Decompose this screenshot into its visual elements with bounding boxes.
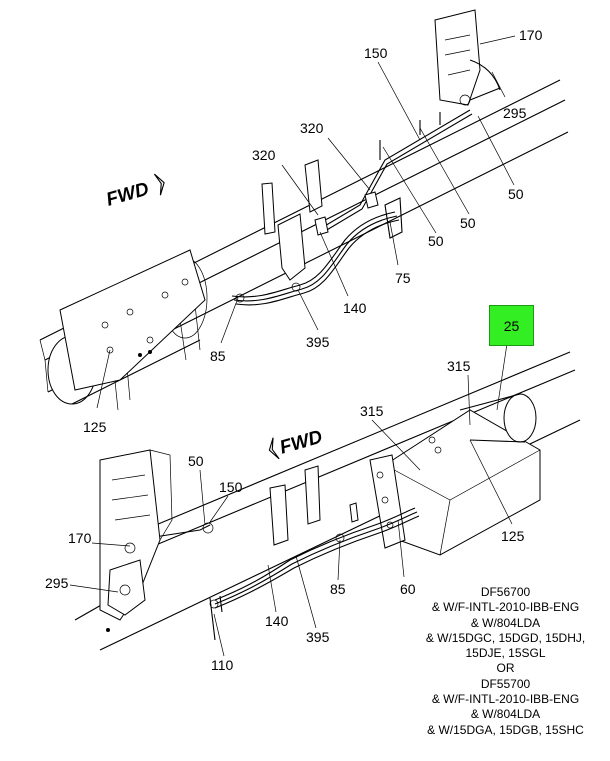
callout-395-lower: 395 xyxy=(306,629,330,645)
callout-125-upper: 125 xyxy=(83,419,107,435)
note-line: OR xyxy=(496,661,515,676)
applicability-note: DF56700 & W/F-INTL-2010-IBB-ENG & W/804L… xyxy=(408,585,603,738)
callout-60: 60 xyxy=(400,581,416,597)
note-line: & W/F-INTL-2010-IBB-ENG xyxy=(431,692,580,707)
note-line: & W/804LDA xyxy=(470,615,541,630)
upper-frame-assembly xyxy=(39,9,569,411)
callout-395-upper: 395 xyxy=(306,334,330,350)
callout-320-lower: 320 xyxy=(252,147,276,163)
callout-170-lower: 170 xyxy=(68,530,92,546)
upper-fwd-label: FWD xyxy=(104,173,165,211)
callout-150-lower: 150 xyxy=(219,479,243,495)
callout-315-left: 315 xyxy=(360,403,384,419)
callout-50-lower: 50 xyxy=(188,453,204,469)
lower-fwd-label: FWD xyxy=(268,427,325,460)
callout-50-left: 50 xyxy=(428,233,444,249)
callout-25-label: 25 xyxy=(503,317,520,334)
fwd-label-lower: FWD xyxy=(277,427,325,459)
callout-140-upper: 140 xyxy=(343,300,367,316)
lower-frame-assembly xyxy=(74,351,581,651)
note-line: & W/804LDA xyxy=(470,707,541,722)
callout-315-right: 315 xyxy=(447,358,471,374)
callout-140-lower: 140 xyxy=(265,613,289,629)
callout-295-lower: 295 xyxy=(45,575,69,591)
callout-125-lower: 125 xyxy=(501,528,525,544)
leader-lines xyxy=(69,35,516,657)
callout-110: 110 xyxy=(211,657,234,673)
note-line: & W/15DGC, 15DGD, 15DHJ, xyxy=(425,630,586,645)
fwd-label-upper: FWD xyxy=(104,179,152,211)
callout-numbers: 170 150 295 320 320 50 50 50 75 140 85 3… xyxy=(45,27,543,673)
callout-75: 75 xyxy=(395,270,411,286)
callout-50-middle: 50 xyxy=(460,215,476,231)
fwd-arrow-icon xyxy=(153,173,165,196)
callout-170-upper: 170 xyxy=(519,27,543,43)
note-line: & W/F-INTL-2010-IBB-ENG xyxy=(431,600,580,615)
note-line: & W/15DGA, 15DGB, 15SHC xyxy=(427,722,584,737)
note-line: 15DJE, 15SGL xyxy=(465,646,546,661)
note-line: DF56700 xyxy=(480,585,531,599)
note-line: DF55700 xyxy=(480,676,531,691)
callout-85-upper: 85 xyxy=(210,348,226,364)
callout-295-upper: 295 xyxy=(503,105,527,121)
callout-85-lower: 85 xyxy=(330,581,346,597)
callout-150-upper: 150 xyxy=(364,45,388,61)
callout-25-highlight[interactable]: 25 xyxy=(489,305,534,346)
fwd-arrow-icon xyxy=(268,437,280,460)
callout-50-right: 50 xyxy=(508,186,524,202)
callout-320-upper: 320 xyxy=(300,120,324,136)
